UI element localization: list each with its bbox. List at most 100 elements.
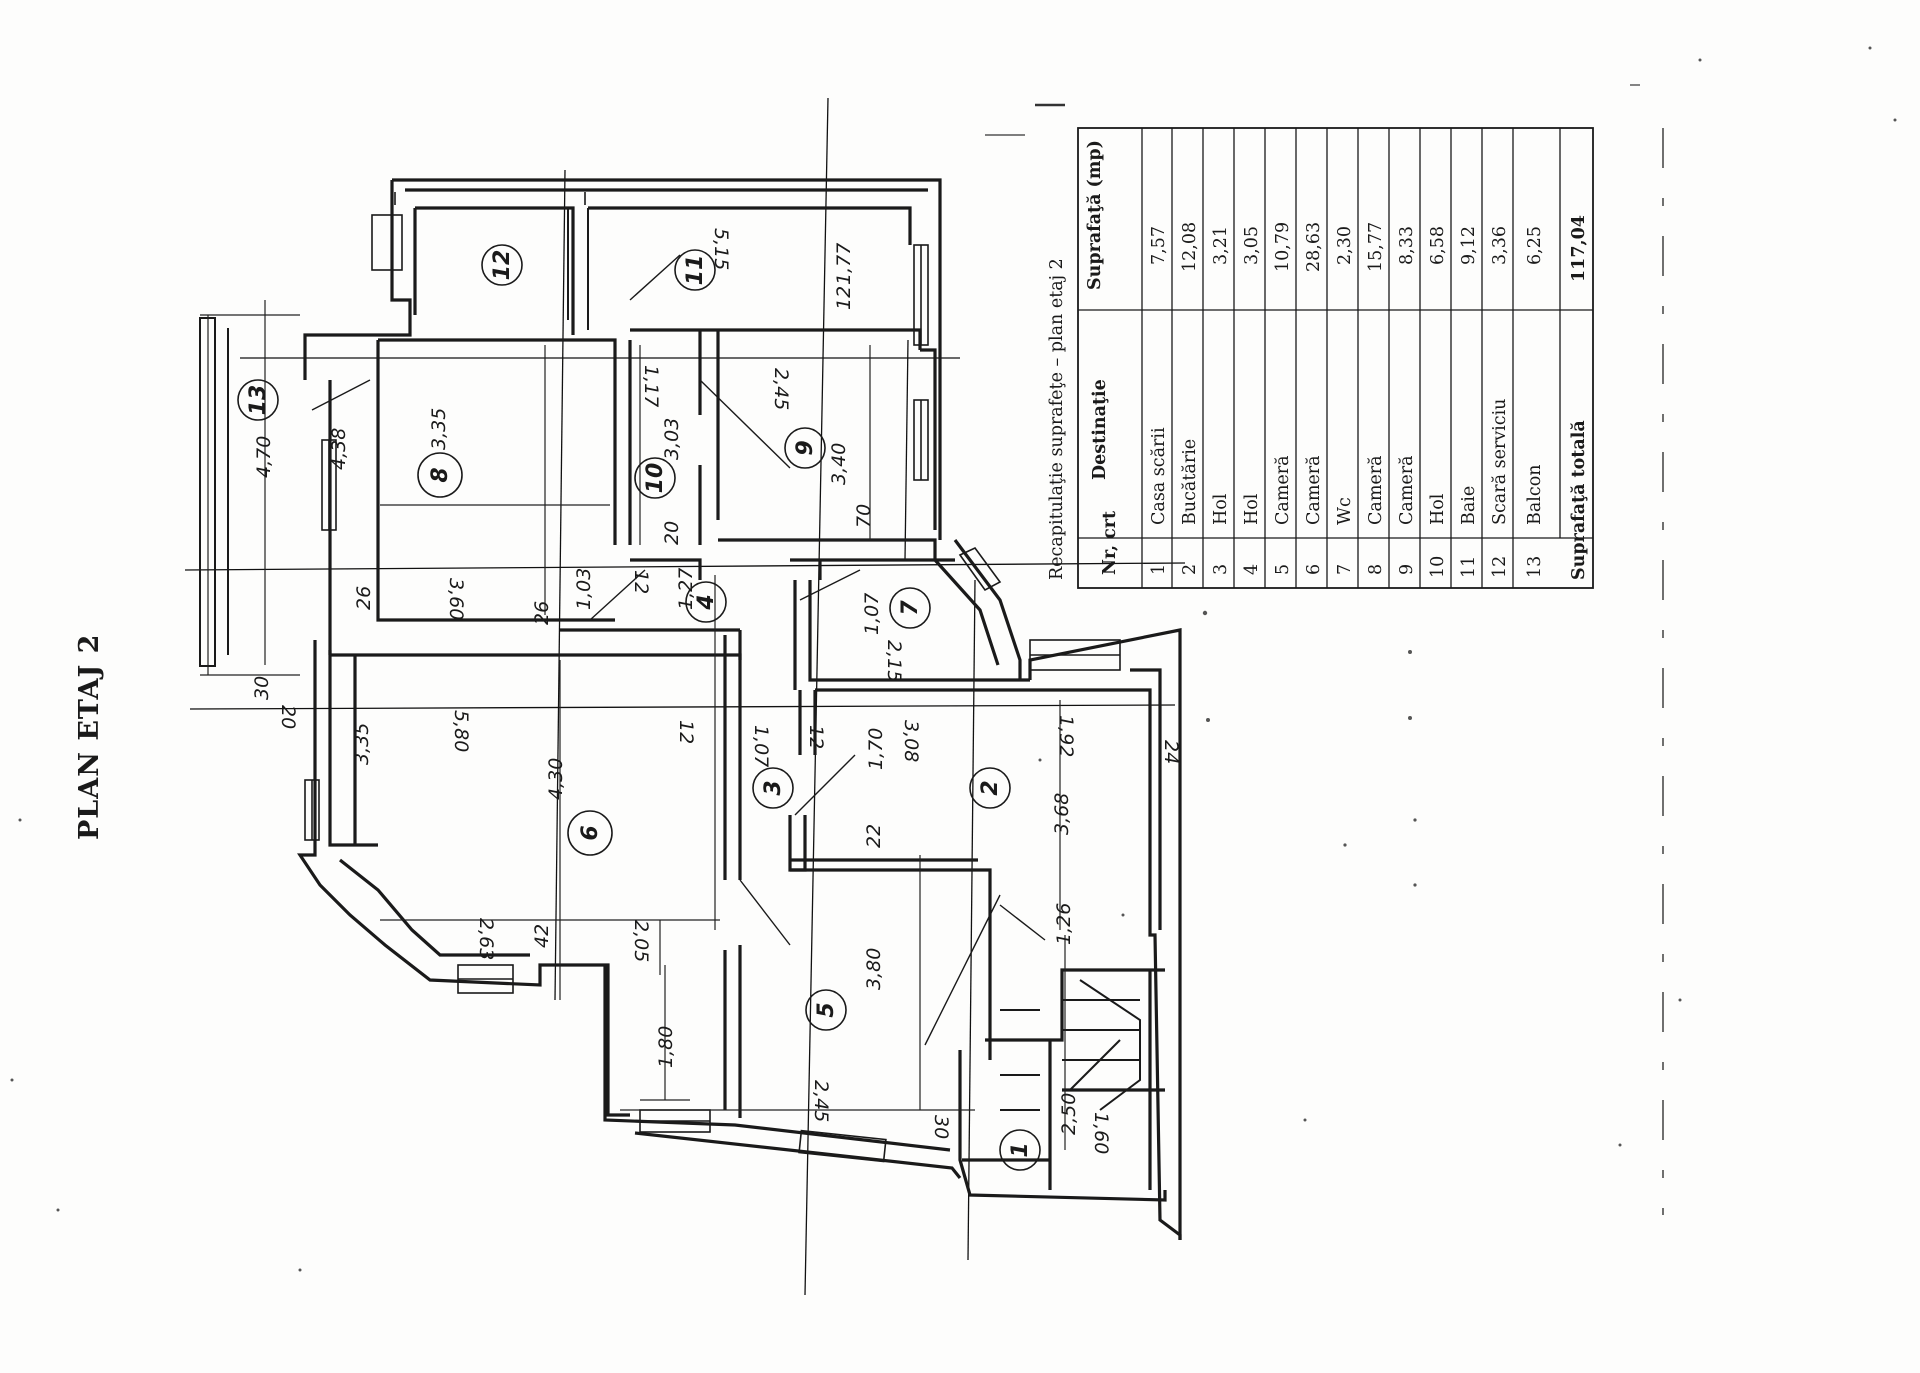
row-destination: Cameră	[1304, 455, 1324, 525]
dim-label: 1,77	[833, 243, 855, 285]
area-table: Recapitulaţie suprafeţe – plan etaj 2 Nr…	[1047, 127, 1594, 589]
row-area: 7,57	[1149, 226, 1169, 265]
table-row: 10 Hol 6,58	[1428, 226, 1448, 578]
room-8-marker: 8	[417, 452, 463, 498]
table-row: 12 Scară serviciu 3,36	[1490, 226, 1510, 578]
svg-text:2: 2	[978, 780, 1003, 795]
row-nr: 10	[1428, 556, 1448, 578]
row-destination: Casa scării	[1149, 427, 1169, 525]
total-value: 117,04	[1569, 215, 1589, 282]
table-row: 11 Baie 9,12	[1459, 226, 1479, 578]
dim-label: 42	[531, 924, 553, 948]
table-row: 9 Cameră 8,33	[1397, 226, 1417, 575]
row-area: 9,12	[1459, 226, 1479, 265]
dim-label: 26	[531, 601, 553, 625]
row-nr: 8	[1366, 564, 1386, 575]
table-row: 6 Cameră 28,63	[1304, 222, 1324, 575]
row-destination: Bucătărie	[1180, 439, 1200, 525]
row-nr: 4	[1242, 564, 1262, 575]
dim-label: 1,92	[1055, 715, 1077, 757]
room-5-marker: 5	[805, 989, 847, 1031]
row-area: 3,05	[1242, 226, 1262, 265]
dim-label: 12	[833, 286, 855, 310]
row-nr: 2	[1180, 564, 1200, 575]
dim-label: 2,45	[810, 1080, 832, 1122]
row-nr: 6	[1304, 564, 1324, 575]
row-area: 3,21	[1211, 226, 1231, 265]
row-destination: Baie	[1459, 486, 1479, 525]
dim-label: 2,45	[770, 368, 792, 410]
room-1-marker: 1	[999, 1129, 1041, 1171]
windows	[304, 192, 1121, 1163]
dim-label: 30	[930, 1115, 952, 1139]
room-6-marker: 6	[567, 810, 613, 856]
dim-label: 3,35	[428, 408, 450, 450]
dim-label: 20	[277, 705, 299, 729]
table-row: 3 Hol 3,21	[1211, 226, 1231, 575]
dim-label: 3,35	[351, 723, 373, 765]
table-header: Nr, crt Destinaţie Suprafaţă (mp)	[1085, 140, 1120, 575]
table-row: 7 Wc 2,30	[1335, 226, 1355, 575]
row-destination: Hol	[1211, 493, 1231, 525]
svg-text:7: 7	[898, 600, 923, 616]
row-area: 6,25	[1525, 226, 1545, 265]
row-nr: 11	[1459, 556, 1479, 578]
row-destination: Scară serviciu	[1490, 399, 1510, 525]
dimension-lines	[200, 300, 1066, 1150]
dim-label: 1,17	[640, 365, 662, 407]
row-destination: Cameră	[1397, 455, 1417, 525]
dim-label: 2,15	[883, 640, 905, 682]
scan-noise	[10, 46, 1897, 1272]
svg-text:10: 10	[643, 463, 668, 494]
room-numbers: 1 2 3 4 5 6 7 8 9 10 11 12 13	[237, 244, 1041, 1171]
table-total-row: Suprafaţă totală 117,04	[1569, 215, 1589, 580]
table-row: 8 Cameră 15,77	[1366, 222, 1386, 575]
header-area: Suprafaţă (mp)	[1085, 140, 1105, 290]
svg-text:5: 5	[814, 1002, 839, 1017]
table-row: 1 Casa scării 7,57	[1149, 226, 1169, 575]
row-destination: Cameră	[1273, 455, 1293, 525]
row-destination: Hol	[1242, 493, 1262, 525]
svg-text:6: 6	[578, 825, 603, 840]
row-nr: 12	[1490, 556, 1510, 578]
dim-label: 1,07	[750, 725, 772, 767]
dim-label: 22	[863, 824, 885, 848]
dim-label: 4,30	[545, 758, 567, 800]
row-area: 15,77	[1366, 222, 1386, 272]
row-destination: Hol	[1428, 493, 1448, 525]
dim-label: 20	[661, 521, 683, 545]
table-row: 5 Cameră 10,79	[1273, 222, 1293, 575]
row-destination: Balcon	[1525, 465, 1545, 526]
table-row: 13 Balcon 6,25	[1525, 226, 1545, 578]
dim-label: 2,50	[1058, 1093, 1080, 1135]
row-nr: 3	[1211, 564, 1231, 575]
dim-label: 4,70	[253, 436, 275, 478]
dim-label: 5,15	[710, 228, 732, 270]
room-9-marker: 9	[784, 427, 826, 469]
row-area: 28,63	[1304, 222, 1324, 272]
row-area: 10,79	[1273, 222, 1293, 272]
table-caption: Recapitulaţie suprafeţe – plan etaj 2	[1047, 258, 1067, 580]
plan-title: PLAN ETAJ 2	[74, 634, 105, 840]
row-nr: 9	[1397, 564, 1417, 575]
row-area: 6,58	[1428, 226, 1448, 265]
svg-text:11: 11	[683, 255, 708, 286]
walls	[199, 178, 1182, 1240]
dim-label: 5,80	[450, 710, 472, 752]
row-area: 3,36	[1490, 226, 1510, 265]
dim-label: 24	[1160, 740, 1182, 764]
header-destination: Destinaţie	[1090, 379, 1110, 480]
dim-label: 1,80	[655, 1026, 677, 1068]
total-label: Suprafaţă totală	[1569, 420, 1589, 580]
room-12-marker: 12	[481, 244, 523, 286]
row-nr: 5	[1273, 564, 1293, 575]
doors	[311, 254, 1046, 1046]
svg-text:4: 4	[694, 594, 719, 610]
dim-label: 3,80	[863, 948, 885, 990]
dim-label: 26	[353, 586, 375, 610]
dim-label: 3,08	[900, 720, 922, 762]
header-nr: Nr, crt	[1100, 511, 1120, 575]
row-area: 8,33	[1397, 226, 1417, 265]
svg-text:9: 9	[793, 440, 818, 455]
